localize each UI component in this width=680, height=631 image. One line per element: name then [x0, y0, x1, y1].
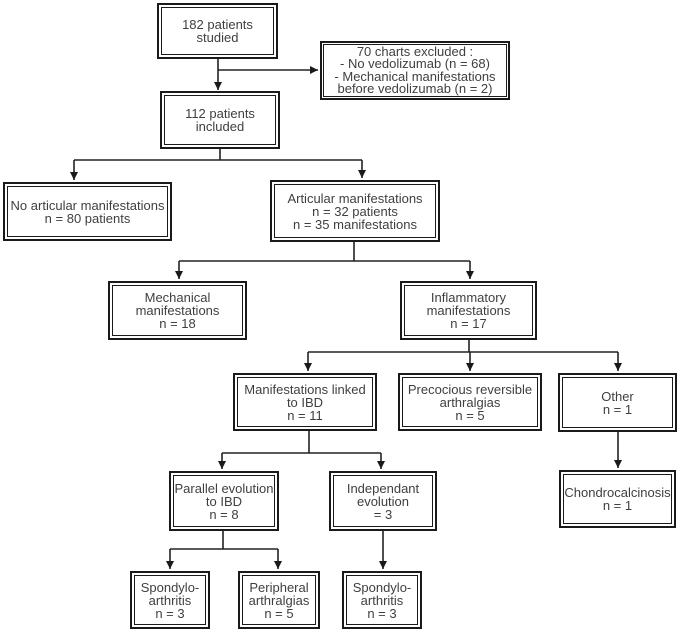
node-mechanical-manifestations: Mechanical manifestations n = 18 [108, 281, 247, 340]
node-independant-evolution-label: Independant evolution = 3 [333, 475, 433, 527]
node-articular-manifestations-label: Articular manifestations n = 32 patients… [274, 184, 436, 238]
edge-articular-split [175, 242, 474, 279]
node-other: Other n = 1 [558, 373, 677, 432]
node-peripheral-arthralgias-label: Peripheral arthralgias n = 5 [242, 575, 316, 625]
node-spondyloarthritis-right: Spondylo- arthritis n = 3 [342, 571, 422, 629]
node-mechanical-manifestations-label: Mechanical manifestations n = 18 [112, 285, 243, 336]
node-precocious-arthralgias-label: Precocious reversible arthralgias n = 5 [402, 377, 538, 427]
node-patients-included-label: 112 patients included [164, 95, 276, 145]
node-manifestations-linked-ibd: Manifestations linked to IBD n = 11 [233, 373, 377, 431]
node-no-articular-manifestations: No articular manifestations n = 80 patie… [3, 182, 172, 241]
edge-included-split [70, 149, 366, 180]
node-manifestations-linked-ibd-label: Manifestations linked to IBD n = 11 [237, 377, 373, 427]
node-charts-excluded: 70 charts excluded : - No vedolizumab (n… [320, 41, 510, 100]
node-spondyloarthritis-left-label: Spondylo- arthritis n = 3 [134, 575, 206, 625]
node-parallel-evolution-label: Parallel evolution to IBD n = 8 [173, 475, 275, 527]
node-parallel-evolution: Parallel evolution to IBD n = 8 [169, 471, 279, 531]
edge-parallel-split [166, 531, 282, 569]
node-inflammatory-manifestations-label: Inflammatory manifestations n = 17 [404, 285, 533, 336]
node-peripheral-arthralgias: Peripheral arthralgias n = 5 [238, 571, 320, 629]
node-articular-manifestations: Articular manifestations n = 32 patients… [270, 180, 440, 242]
node-patients-studied: 182 patients studied [157, 3, 278, 59]
node-spondyloarthritis-left: Spondylo- arthritis n = 3 [130, 571, 210, 629]
node-precocious-arthralgias: Precocious reversible arthralgias n = 5 [398, 373, 542, 431]
node-patients-studied-label: 182 patients studied [161, 7, 274, 55]
node-independant-evolution: Independant evolution = 3 [329, 471, 437, 531]
node-inflammatory-manifestations: Inflammatory manifestations n = 17 [400, 281, 537, 340]
node-no-articular-manifestations-label: No articular manifestations n = 80 patie… [7, 186, 168, 237]
node-spondyloarthritis-right-label: Spondylo- arthritis n = 3 [346, 575, 418, 625]
node-patients-included: 112 patients included [160, 91, 280, 149]
node-charts-excluded-label: 70 charts excluded : - No vedolizumab (n… [323, 44, 507, 97]
edge-inflammatory-split [304, 340, 622, 371]
node-chondrocalcinosis: Chondrocalcinosis n = 1 [559, 470, 676, 528]
node-chondrocalcinosis-label: Chondrocalcinosis n = 1 [563, 474, 672, 524]
node-other-label: Other n = 1 [562, 377, 673, 428]
edge-linked-ibd-split [218, 431, 385, 469]
